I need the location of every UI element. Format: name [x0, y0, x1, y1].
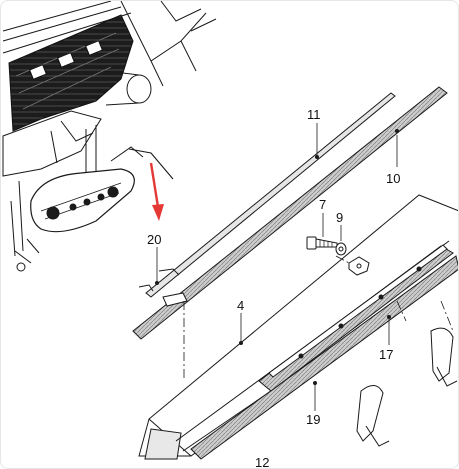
callout-labels: 11 10 7 9 20 4 17 19 12 [147, 107, 400, 469]
red-indicator-arrow [149, 162, 164, 221]
support-brackets [356, 327, 458, 447]
callout-19: 19 [306, 412, 320, 427]
leader-lines [154, 123, 399, 411]
part-4-channel [138, 194, 458, 460]
machine-assembly [2, 1, 217, 272]
center-lines [183, 255, 454, 381]
callout-11: 11 [307, 107, 321, 122]
part-17-liner [258, 244, 454, 392]
callout-10: 10 [386, 171, 400, 186]
callout-17: 17 [379, 347, 393, 362]
callout-9: 9 [336, 210, 343, 225]
part-11-rail [145, 92, 396, 298]
bolt-7 [306, 236, 338, 250]
washer-9 [335, 242, 347, 256]
nut-part [348, 256, 370, 276]
part-10-strip [132, 86, 448, 340]
callout-7: 7 [319, 197, 326, 212]
callout-20: 20 [147, 232, 161, 247]
callout-12: 12 [255, 455, 269, 469]
callout-4: 4 [237, 298, 244, 313]
